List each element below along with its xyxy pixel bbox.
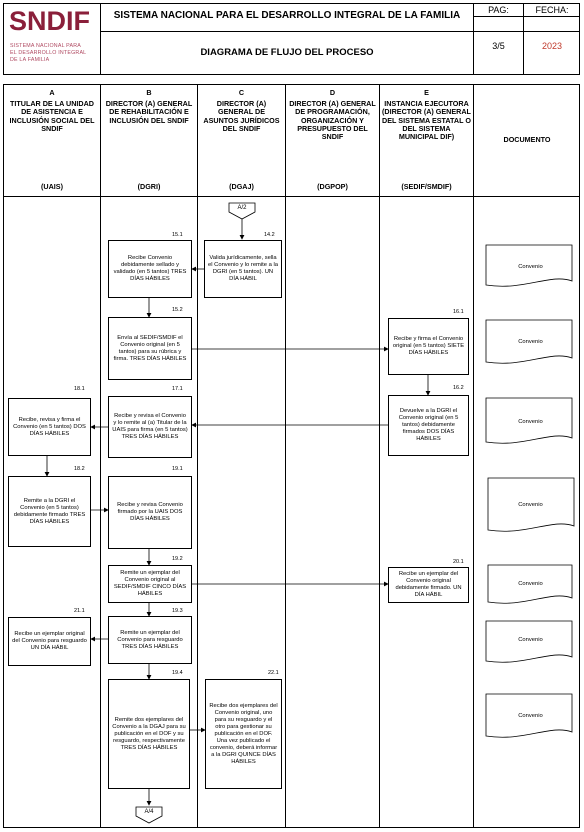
lane-divider-4 bbox=[379, 84, 380, 828]
step-number: 14.2 bbox=[264, 232, 275, 238]
process-box-15-1: Recibe Convenio debidamente sellado y va… bbox=[108, 240, 192, 298]
step-number: 20.1 bbox=[453, 559, 464, 565]
process-box-20-1: Recibe un ejemplar del Convenio original… bbox=[388, 567, 469, 603]
step-number: 15.1 bbox=[172, 232, 183, 238]
lane-e-letter: E bbox=[424, 88, 429, 97]
lane-b-header: B DIRECTOR (A) GENERAL DE REHABILITACIÓN… bbox=[103, 88, 195, 125]
logo-wordmark: SNDIF bbox=[9, 6, 90, 36]
step-number: 16.2 bbox=[453, 385, 464, 391]
step-number: 15.2 bbox=[172, 307, 183, 313]
process-box-16-1: Recibe y firma el Convenio original (en … bbox=[388, 318, 469, 375]
connector-bottom-label: A/4 bbox=[144, 809, 154, 815]
header-subtitle: DIAGRAMA DE FLUJO DEL PROCESO bbox=[200, 47, 374, 58]
process-box-22-1: Recibe dos ejemplares del Convenio origi… bbox=[205, 679, 282, 789]
process-box-19-4: Remite dos ejemplares del Convenio a la … bbox=[108, 679, 190, 789]
document-shape bbox=[487, 477, 575, 532]
lane-divider-5 bbox=[473, 84, 474, 828]
process-box-17-1: Recibe y revisa el Convenio y lo remite … bbox=[108, 396, 192, 458]
step-number: 22.1 bbox=[268, 670, 279, 676]
document-shape bbox=[485, 620, 573, 663]
lane-divider-1 bbox=[100, 84, 101, 828]
connector-bottom-shape bbox=[135, 806, 163, 824]
step-number: 18.2 bbox=[74, 466, 85, 472]
document-shape bbox=[487, 564, 573, 604]
lane-e-abbr: (SEDIF/SMDIF) bbox=[401, 182, 452, 191]
process-box-21-1: Recibe un ejemplar original del Convenio… bbox=[8, 617, 91, 666]
lane-c-letter: C bbox=[238, 88, 245, 97]
connector-top-shape bbox=[228, 202, 256, 220]
swimlane-table bbox=[3, 84, 580, 828]
document-label: Convenio bbox=[518, 339, 543, 345]
header-divider-pag bbox=[473, 3, 474, 75]
process-box-15-2: Envía al SEDIF/SMDIF el Convenio origina… bbox=[108, 317, 192, 380]
lane-divider-3 bbox=[285, 84, 286, 828]
step-number: 19.3 bbox=[172, 608, 183, 614]
lane-c-title: DIRECTOR (A) GENERAL DE ASUNTOS JURÍDICO… bbox=[203, 99, 280, 133]
document-label: Convenio bbox=[518, 502, 543, 508]
lane-c-abbr: (DGAJ) bbox=[229, 182, 254, 191]
logo: SNDIF SISTEMA NACIONAL PARA EL DESARROLL… bbox=[3, 3, 100, 75]
fecha-label: FECHA: bbox=[535, 5, 569, 15]
logo-line-1: SISTEMA NACIONAL PARA bbox=[10, 43, 82, 49]
lane-a-title: TITULAR DE LA UNIDAD DE ASISTENCIA E INC… bbox=[9, 99, 95, 133]
lane-d-title: DIRECTOR (A) GENERAL DE PROGRAMACIÓN, OR… bbox=[289, 99, 376, 142]
lane-documento-header: DOCUMENTO bbox=[503, 135, 551, 144]
process-box-18-2: Remite a la DGRI el Convenio (en 5 tanto… bbox=[8, 476, 91, 547]
step-number: 17.1 bbox=[172, 386, 183, 392]
step-number: 16.1 bbox=[453, 309, 464, 315]
lane-divider-2 bbox=[197, 84, 198, 828]
document-label: Convenio bbox=[518, 713, 543, 719]
process-box-14-2: Valida jurídicamente, sella el Convenio … bbox=[204, 240, 282, 298]
document-label: Convenio bbox=[518, 264, 543, 270]
lane-d-abbr: (DGPOP) bbox=[317, 182, 348, 191]
document-shape bbox=[485, 693, 573, 738]
lane-c-header: C DIRECTOR (A) GENERAL DE ASUNTOS JURÍDI… bbox=[200, 88, 283, 133]
lane-b-abbr: (DGRI) bbox=[137, 182, 161, 191]
document-shape bbox=[485, 319, 573, 364]
header-hline-small bbox=[473, 16, 580, 17]
lane-head-line bbox=[3, 196, 580, 197]
lane-a-letter: A bbox=[49, 88, 55, 97]
step-number: 19.4 bbox=[172, 670, 183, 676]
document-label: Convenio bbox=[518, 637, 543, 643]
header-divider-fecha bbox=[523, 3, 524, 75]
logo-line-3: DE LA FAMILIA bbox=[10, 57, 50, 63]
step-number: 21.1 bbox=[74, 608, 85, 614]
lane-a-abbr: (UAIS) bbox=[41, 182, 63, 191]
fecha-value: 2023 bbox=[541, 41, 563, 51]
header bbox=[3, 3, 580, 75]
process-box-18-1: Recibe, revisa y firma el Convenio (en 5… bbox=[8, 398, 91, 456]
document-label: Convenio bbox=[518, 419, 543, 425]
lane-e-header: E INSTANCIA EJECUTORA (DIRECTOR (A) GENE… bbox=[382, 88, 471, 142]
document-label: Convenio bbox=[518, 581, 543, 587]
lane-b-letter: B bbox=[146, 88, 152, 97]
step-number: 19.1 bbox=[172, 466, 183, 472]
document-shape bbox=[485, 397, 573, 444]
lane-b-title: DIRECTOR (A) GENERAL DE REHABILITACIÓN E… bbox=[105, 99, 193, 125]
process-box-19-1: Recibe y revisa Convenio firmado por la … bbox=[108, 476, 192, 549]
lane-d-letter: D bbox=[329, 88, 336, 97]
lane-a-header: A TITULAR DE LA UNIDAD DE ASISTENCIA E I… bbox=[6, 88, 98, 133]
step-number: 19.2 bbox=[172, 556, 183, 562]
connector-top-label: A/2 bbox=[237, 205, 247, 211]
step-number: 18.1 bbox=[74, 386, 85, 392]
document-shape bbox=[485, 244, 573, 287]
process-box-16-2: Devuelve a la DGRI el Convenio original … bbox=[388, 395, 469, 456]
pag-value: 3/5 bbox=[492, 41, 505, 51]
lane-e-title: INSTANCIA EJECUTORA (DIRECTOR (A) GENERA… bbox=[382, 99, 471, 142]
header-hline bbox=[100, 31, 580, 32]
process-box-19-2: Remite un ejemplar del Convenio original… bbox=[108, 565, 192, 603]
lane-d-header: D DIRECTOR (A) GENERAL DE PROGRAMACIÓN, … bbox=[288, 88, 377, 142]
pag-label: PAG: bbox=[488, 5, 509, 15]
process-box-19-3: Remite un ejemplar del Convenio para res… bbox=[108, 616, 192, 664]
document-shapes bbox=[485, 244, 575, 738]
header-divider-logo bbox=[100, 3, 101, 75]
logo-line-2: EL DESARROLLO INTEGRAL bbox=[10, 50, 87, 56]
header-title: SISTEMA NACIONAL PARA EL DESARROLLO INTE… bbox=[113, 10, 461, 21]
